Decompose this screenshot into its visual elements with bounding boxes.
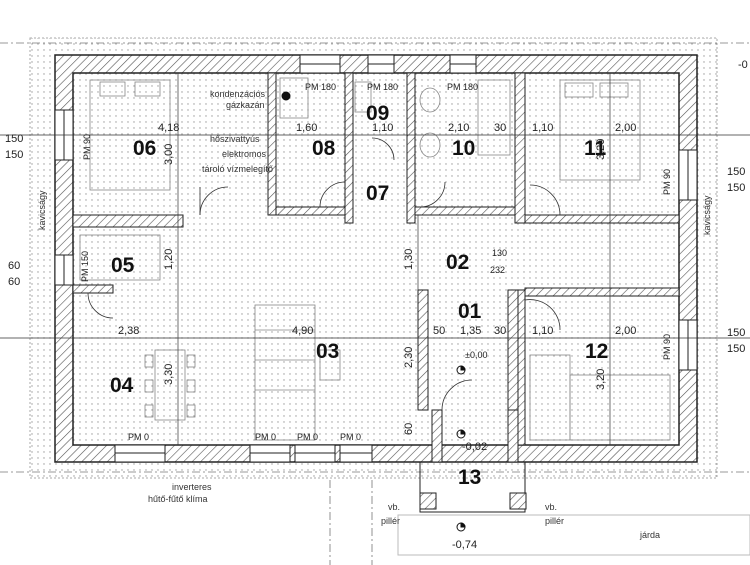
note-gravel-right: kavicságy bbox=[702, 195, 712, 235]
dim-150-right-b: 150 bbox=[727, 182, 745, 194]
dim-135: 1,35 bbox=[460, 325, 481, 337]
entry-porch bbox=[397, 461, 750, 556]
window-label-03a: PM 0 bbox=[255, 432, 276, 442]
dim-110a: 1,10 bbox=[372, 122, 393, 134]
level-markers bbox=[281, 91, 466, 532]
window-label-12: PM 90 bbox=[662, 334, 672, 360]
dim-232: 232 bbox=[490, 265, 505, 275]
note-pillar-left: vb. bbox=[388, 502, 400, 512]
dim-130-door: 130 bbox=[492, 248, 507, 258]
dim-110b: 1,10 bbox=[532, 122, 553, 134]
window-label-09: PM 180 bbox=[367, 82, 398, 92]
dim-50: 50 bbox=[433, 325, 445, 337]
dim-110c: 1,10 bbox=[532, 325, 553, 337]
dim-150-right: 150 bbox=[727, 166, 745, 178]
room-label-11: 11 bbox=[584, 137, 607, 160]
window-label-11: PM 90 bbox=[662, 169, 672, 195]
note-heatpump-1: hőszivattyús bbox=[210, 134, 260, 144]
window-label-10: PM 180 bbox=[447, 82, 478, 92]
dim-30b: 30 bbox=[494, 325, 506, 337]
dim-200a: 2,00 bbox=[615, 122, 636, 134]
level-outside: -0,74 bbox=[452, 539, 477, 551]
room-label-05: 05 bbox=[111, 254, 135, 277]
note-ac-1: inverteres bbox=[172, 482, 212, 492]
dim-320b: 3,20 bbox=[595, 369, 607, 390]
room-label-12: 12 bbox=[585, 340, 608, 363]
note-ac-2: hűtő-fűtő klíma bbox=[148, 494, 208, 504]
dim-300: 3,00 bbox=[163, 144, 175, 165]
room-label-06: 06 bbox=[133, 137, 156, 160]
dim-150-left: 150 bbox=[5, 133, 23, 145]
dim-60: 60 bbox=[403, 423, 415, 435]
gravel-bed bbox=[29, 37, 718, 479]
room-label-04: 04 bbox=[110, 374, 134, 397]
dim-230: 2,30 bbox=[403, 347, 415, 368]
dim-150-left-b: 150 bbox=[5, 149, 23, 161]
dim-200b: 2,00 bbox=[615, 325, 636, 337]
note-pillar-right: vb. bbox=[545, 502, 557, 512]
interior-walls bbox=[72, 72, 680, 463]
dimension-lines bbox=[0, 73, 750, 445]
axis-lines bbox=[0, 42, 750, 565]
windows bbox=[54, 54, 698, 463]
room-label-03: 03 bbox=[316, 340, 339, 363]
room-label-01: 01 bbox=[458, 300, 482, 323]
window-label-08: PM 180 bbox=[305, 82, 336, 92]
room-label-08: 08 bbox=[312, 137, 336, 160]
note-sidewalk: járda bbox=[639, 530, 660, 540]
window-label-03c: PM 0 bbox=[340, 432, 361, 442]
window-label-05: PM 150 bbox=[80, 251, 90, 282]
window-label-03b: PM 0 bbox=[297, 432, 318, 442]
dim-490: 4,90 bbox=[292, 325, 313, 337]
room-label-13: 13 bbox=[458, 466, 481, 489]
room-label-02: 02 bbox=[446, 251, 469, 274]
room-label-10: 10 bbox=[452, 137, 475, 160]
dim-120: 1,20 bbox=[163, 249, 175, 270]
room-label-07: 07 bbox=[366, 182, 389, 205]
note-boiler-1: kondenzációs bbox=[210, 89, 266, 99]
dim-330: 3,30 bbox=[163, 364, 175, 385]
level-entry: -0,02 bbox=[462, 441, 487, 453]
dim-210: 2,10 bbox=[448, 122, 469, 134]
door-swings bbox=[87, 137, 561, 411]
level-edge: -0 bbox=[738, 59, 748, 71]
dim-150-right-d: 150 bbox=[727, 343, 745, 355]
dim-30a: 30 bbox=[494, 122, 506, 134]
exterior-walls bbox=[54, 54, 698, 463]
note-pillar-left-2: pillér bbox=[381, 516, 400, 526]
window-label-04: PM 0 bbox=[128, 432, 149, 442]
note-gravel-left: kavicságy bbox=[37, 190, 47, 230]
dim-150-right-c: 150 bbox=[727, 327, 745, 339]
note-boiler-2: gázkazán bbox=[226, 100, 265, 110]
furniture bbox=[79, 77, 671, 441]
note-heatpump-2: elektromos bbox=[222, 149, 267, 159]
dim-130: 1,30 bbox=[403, 249, 415, 270]
dim-60-left: 60 bbox=[8, 260, 20, 272]
level-floor: ±0,00 bbox=[465, 350, 487, 360]
window-label-06: PM 90 bbox=[82, 134, 92, 160]
dim-320a: 3,20 bbox=[595, 139, 607, 160]
dim-418: 4,18 bbox=[158, 122, 179, 134]
dim-60-left-b: 60 bbox=[8, 276, 20, 288]
note-heatpump-3: tároló vízmelegítő bbox=[202, 164, 273, 174]
note-pillar-right-2: pillér bbox=[545, 516, 564, 526]
room-label-09: 09 bbox=[366, 102, 389, 125]
dim-160: 1,60 bbox=[296, 122, 317, 134]
dim-238: 2,38 bbox=[118, 325, 139, 337]
